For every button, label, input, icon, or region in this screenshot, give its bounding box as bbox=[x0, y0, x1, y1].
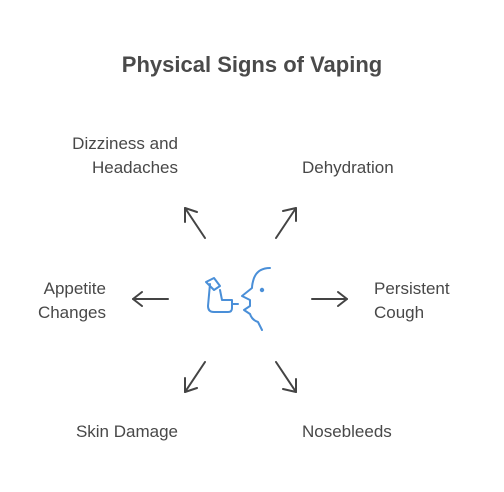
arrow-top-left bbox=[184, 207, 206, 239]
sign-line: Cough bbox=[374, 303, 425, 322]
sign-line: Dizziness and bbox=[72, 134, 178, 153]
arrow-left bbox=[132, 291, 169, 307]
page-title: Physical Signs of Vaping bbox=[121, 52, 383, 77]
arrow-right bbox=[311, 291, 348, 307]
arrow-bottom-right bbox=[275, 361, 297, 393]
sign-line: Headaches bbox=[91, 158, 178, 177]
sign-line: Nosebleeds bbox=[302, 422, 392, 441]
sign-nosebleeds: Nosebleeds bbox=[302, 420, 452, 444]
sign-appetite-changes: Appetite Changes bbox=[10, 277, 106, 325]
vaping-person-icon bbox=[205, 267, 271, 331]
sign-line: Appetite bbox=[43, 279, 106, 298]
sign-dizziness-headaches: Dizziness and Headaches bbox=[40, 132, 178, 180]
arrow-top-right bbox=[275, 207, 297, 239]
sign-dehydration: Dehydration bbox=[302, 156, 452, 180]
sign-line: Skin Damage bbox=[75, 422, 178, 441]
sign-line: Dehydration bbox=[302, 158, 394, 177]
sign-skin-damage: Skin Damage bbox=[30, 420, 178, 444]
sign-line: Changes bbox=[37, 303, 106, 322]
sign-persistent-cough: Persistent Cough bbox=[374, 277, 484, 325]
sign-line: Persistent bbox=[374, 279, 450, 298]
arrow-bottom-left bbox=[184, 361, 206, 393]
